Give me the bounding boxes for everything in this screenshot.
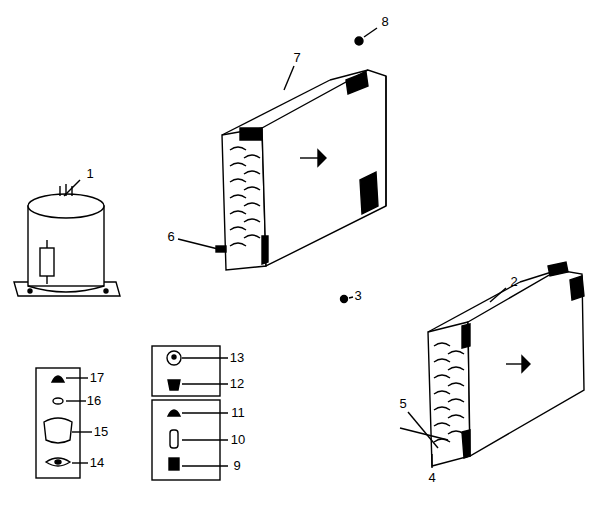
callout-number: 13 [230,351,244,365]
compressor [14,180,120,296]
callout-number: 6 [167,230,174,244]
parts-panel [36,346,228,480]
callout-number: 7 [293,51,300,65]
screw [178,239,226,252]
callout-number: 9 [233,459,240,473]
callout-number: 16 [87,394,101,408]
callout-number: 11 [231,406,245,420]
callout-number: 12 [230,377,244,391]
condenser-coil [222,70,386,270]
screw [355,28,377,45]
callout-number: 3 [354,289,361,303]
callout-number: 4 [428,471,435,485]
callout-number: 17 [90,371,104,385]
callout-number: 2 [510,275,517,289]
callout-number: 10 [231,433,245,447]
callout-number: 1 [86,167,93,181]
callout-number: 14 [90,456,104,470]
callout-number: 5 [399,397,406,411]
callout-number: 8 [381,15,388,29]
evaporator-coil [341,262,585,468]
callout-number: 15 [94,425,108,439]
